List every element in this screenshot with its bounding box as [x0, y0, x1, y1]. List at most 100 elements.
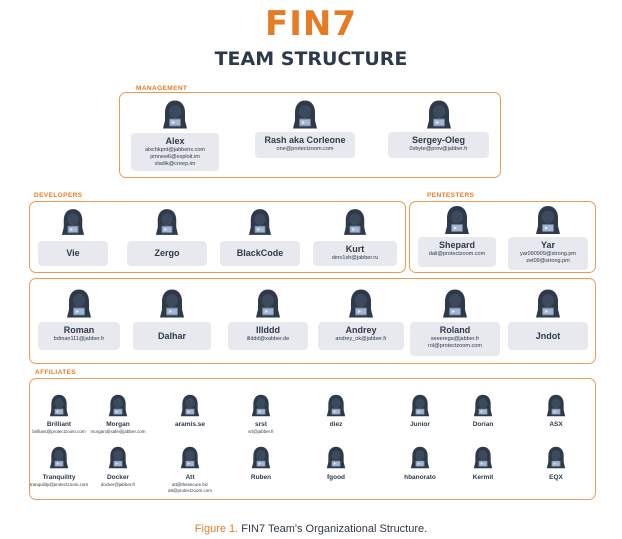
affiliate-name: Tranquility	[42, 474, 76, 481]
affiliate-avatar-icon	[410, 446, 430, 469]
affiliate-name: hbanorato	[404, 474, 436, 481]
diagram-title: FIN7	[265, 4, 357, 44]
management-label: MANAGEMENT	[134, 85, 190, 92]
member-avatar-icon	[162, 99, 188, 130]
affiliate-avatar-icon	[108, 446, 128, 469]
member-email: alxchkpnt@jabberix.com	[145, 146, 205, 153]
affiliate-name: Junior	[410, 421, 430, 428]
member-avatar-icon	[255, 288, 281, 319]
member-email: derv1sh@jabber.ru	[331, 254, 379, 261]
figure-caption: Figure 1. FIN7 Team's Organizational Str…	[0, 522, 622, 536]
member-email: bdman111@jabber.fr	[53, 335, 105, 342]
member-email: seeerega@jabber.fr	[430, 335, 480, 342]
management-group	[119, 92, 501, 178]
member-name: Shepard	[438, 240, 475, 250]
member-card: BlackCode	[220, 241, 300, 266]
affiliate-email: att@protectzoom.com	[167, 488, 213, 493]
affiliate-avatar-icon	[326, 394, 346, 417]
member-name: Kurt	[345, 244, 365, 254]
affiliate-email: brilliant@protectzoom.com	[32, 429, 86, 434]
member-card: Zergo	[127, 241, 207, 266]
member-email: vladik@creep.im	[154, 160, 196, 167]
member-email: rol@protectzoom.com	[428, 342, 482, 349]
affiliate-avatar-icon	[546, 394, 566, 417]
affiliate-avatar-icon	[251, 394, 271, 417]
affiliate-avatar-icon	[49, 446, 69, 469]
affiliate-name: Brilliant	[46, 421, 72, 428]
member-name: Rash aka Corleone	[264, 135, 346, 145]
member-name: Roland	[439, 325, 471, 335]
affiliate-name: Att	[185, 474, 195, 481]
member-avatar-icon	[61, 207, 85, 237]
affiliate-avatar-icon	[410, 394, 430, 417]
member-email: pmnew6@exploit.im	[150, 153, 200, 160]
member-email: one@protectzoom.com	[276, 145, 334, 152]
affiliate-email: tranquility@protectzoom.com	[29, 482, 89, 487]
affiliate-name: srst	[255, 421, 267, 428]
member-card: Vie	[38, 241, 108, 266]
affiliate-email: docker@jabber.fr	[100, 482, 136, 487]
affiliate-name: diez	[329, 421, 343, 428]
developers-label: DEVELOPERS	[32, 192, 85, 199]
member-name: Alex	[165, 136, 185, 146]
affiliate-avatar-icon	[473, 446, 493, 469]
affiliate-avatar-icon	[251, 446, 271, 469]
member-avatar-icon	[343, 207, 367, 237]
member-text: Zergo	[154, 248, 179, 259]
member-email: yar090909@strong.pm	[519, 250, 577, 257]
affiliate-avatar-icon	[180, 394, 200, 417]
affiliate-name: aramis.se	[175, 421, 205, 428]
member-name: Andrey	[345, 325, 377, 335]
member-name: Roman	[63, 325, 95, 335]
member-text: Dalhar	[158, 331, 186, 342]
member-avatar-icon	[66, 288, 92, 319]
member-email: illddd@xabber.de	[246, 335, 290, 342]
member-avatar-icon	[248, 207, 272, 237]
member-avatar-icon	[535, 288, 561, 319]
affiliate-email: morgan@safe@jabber.com	[90, 429, 146, 434]
affiliates-group	[29, 378, 596, 500]
member-avatar-icon	[159, 288, 185, 319]
affiliate-avatar-icon	[326, 446, 346, 469]
pentesters-group	[409, 201, 596, 273]
member-avatar-icon	[426, 99, 452, 130]
member-name: Yar	[540, 240, 555, 250]
member-text: Jndot	[536, 331, 561, 342]
member-avatar-icon	[442, 288, 468, 319]
affiliate-name: EQX	[549, 474, 563, 481]
affiliates-label: AFFILIATES	[33, 369, 79, 376]
affiliate-avatar-icon	[473, 394, 493, 417]
caption-prefix: Figure 1.	[194, 523, 239, 535]
affiliate-email: srt@jabber.fr	[248, 429, 274, 434]
affiliate-avatar-icon	[108, 394, 128, 417]
affiliate-email: att@thesecure.biz	[171, 482, 209, 487]
member-name: Vie	[66, 248, 80, 259]
member-email: dali@protectzoom.com	[428, 250, 486, 257]
member-email: andrey_ok@jabber.fr	[335, 335, 387, 342]
affiliate-name: ASX	[549, 421, 563, 428]
member-name: Dalhar	[157, 330, 186, 341]
member-text: BlackCode	[237, 248, 284, 259]
affiliate-avatar-icon	[180, 446, 200, 469]
member-name: Jndot	[535, 330, 561, 341]
member-text: Vie	[66, 248, 79, 259]
member-avatar-icon	[348, 288, 374, 319]
affiliate-avatar-icon	[49, 394, 69, 417]
affiliate-name: Kermit	[472, 474, 494, 481]
member-name: Zergo	[154, 248, 180, 259]
member-name: BlackCode	[236, 248, 284, 259]
member-avatar-icon	[155, 207, 179, 237]
